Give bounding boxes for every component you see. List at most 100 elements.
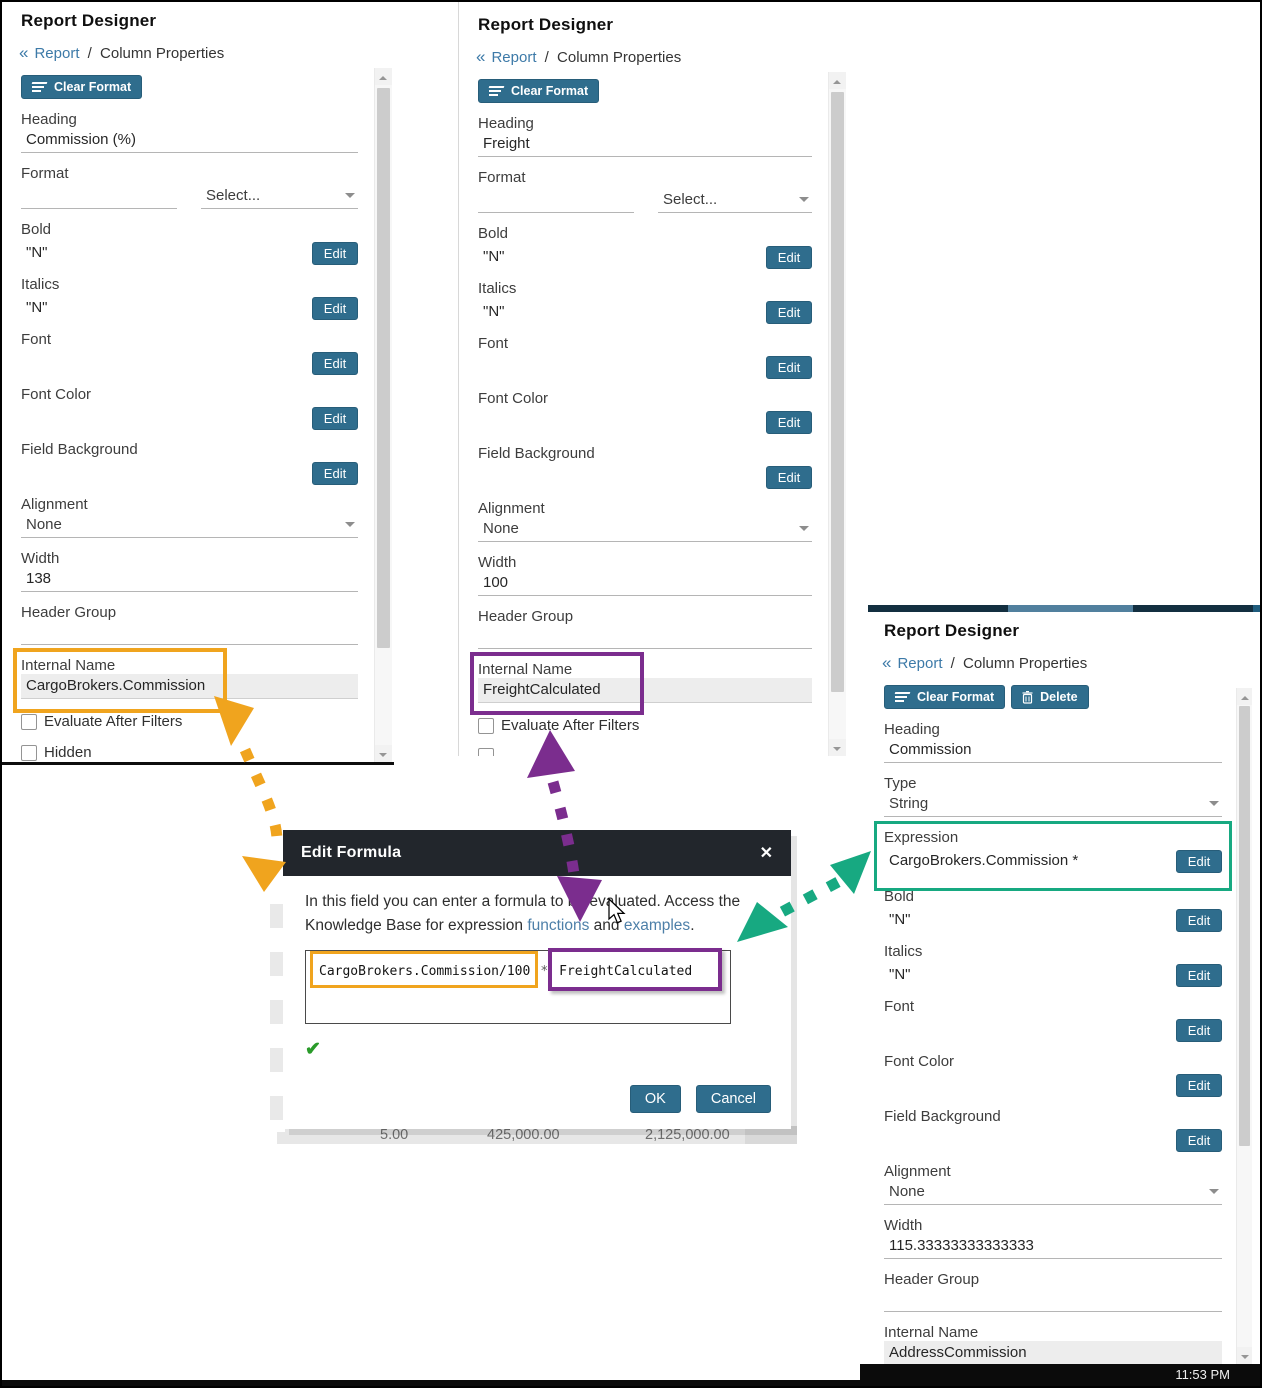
scroll-down-icon[interactable] (829, 739, 846, 756)
background-data-row: 5.00 425,000.00 2,125,000.00 (277, 1126, 797, 1144)
field-background-edit-button[interactable]: Edit (1176, 1129, 1222, 1152)
delete-button[interactable]: Delete (1011, 685, 1089, 709)
scrollbar[interactable] (374, 68, 392, 762)
internal-name-label: Internal Name (21, 657, 116, 674)
alignment-select[interactable]: None (478, 517, 812, 542)
back-chevrons-icon[interactable]: « (19, 43, 29, 62)
trash-icon (1022, 690, 1033, 704)
clear-format-label: Clear Format (917, 690, 995, 704)
font-edit-button[interactable]: Edit (312, 352, 358, 375)
alignment-value: None (26, 516, 62, 533)
functions-link[interactable]: functions (527, 917, 590, 934)
field-background-edit-button[interactable]: Edit (312, 462, 358, 485)
italics-label: Italics (884, 943, 923, 960)
formula-operator: * (540, 964, 549, 979)
clear-format-button[interactable]: Clear Format (21, 75, 143, 99)
cancel-button[interactable]: Cancel (695, 1085, 771, 1113)
scrollbar[interactable] (828, 72, 846, 756)
width-input[interactable]: 100 (478, 571, 812, 596)
hidden-checkbox[interactable] (21, 744, 37, 761)
breadcrumb-report-link[interactable]: Report (491, 49, 537, 66)
chevron-down-icon (799, 197, 809, 207)
dialog-header[interactable]: Edit Formula ✕ (283, 830, 791, 876)
width-input[interactable]: 138 (21, 567, 358, 592)
scrollbar-thumb[interactable] (377, 88, 390, 648)
field-background-edit-button[interactable]: Edit (766, 466, 812, 489)
hidden-checkbox[interactable] (478, 748, 494, 756)
taskbar: 11:53 PM (860, 1364, 1260, 1386)
header-group-input[interactable] (884, 1288, 1222, 1312)
format-select[interactable]: Select... (658, 188, 812, 213)
evaluate-after-filters-checkbox[interactable] (478, 717, 494, 734)
italics-value: "N" (483, 303, 505, 320)
internal-name-label: Internal Name (884, 1324, 979, 1341)
breadcrumb-current: Column Properties (963, 655, 1088, 672)
italics-edit-button[interactable]: Edit (312, 297, 358, 320)
bold-edit-button[interactable]: Edit (766, 246, 812, 269)
font-edit-button[interactable]: Edit (766, 356, 812, 379)
ok-button[interactable]: OK (629, 1085, 681, 1113)
heading-input[interactable]: Commission (884, 738, 1222, 763)
chevron-down-icon (1209, 801, 1219, 811)
expression-edit-button[interactable]: Edit (1176, 850, 1222, 873)
format-select[interactable]: Select... (201, 184, 358, 209)
description-text: In this field you can enter a formula to… (305, 893, 741, 934)
heading-label: Heading (21, 111, 77, 128)
internal-name-label: Internal Name (478, 661, 573, 678)
heading-label: Heading (478, 115, 534, 132)
italics-edit-button[interactable]: Edit (1176, 964, 1222, 987)
font-color-label: Font Color (21, 386, 92, 403)
breadcrumb-report-link[interactable]: Report (34, 45, 80, 62)
expression-value: CargoBrokers.Commission * (889, 852, 1079, 869)
alignment-select[interactable]: None (884, 1180, 1222, 1205)
width-label: Width (478, 554, 517, 571)
font-edit-button[interactable]: Edit (1176, 1019, 1222, 1042)
bold-edit-button[interactable]: Edit (312, 242, 358, 265)
font-color-label: Font Color (884, 1053, 955, 1070)
clear-format-icon (894, 690, 911, 704)
scroll-up-icon[interactable] (829, 72, 846, 89)
field-background-label: Field Background (884, 1108, 1001, 1125)
header-group-input[interactable] (478, 625, 812, 649)
scroll-down-icon[interactable] (1237, 1347, 1252, 1364)
scroll-up-icon[interactable] (1237, 688, 1252, 705)
scrollbar-thumb[interactable] (1239, 706, 1250, 1146)
scrollbar[interactable] (1236, 688, 1252, 1364)
breadcrumb: «Report / Column Properties (476, 47, 848, 67)
scroll-down-icon[interactable] (375, 745, 392, 762)
format-label: Format (478, 169, 526, 186)
back-chevrons-icon[interactable]: « (476, 47, 486, 66)
font-color-edit-button[interactable]: Edit (1176, 1074, 1222, 1097)
evaluate-after-filters-checkbox[interactable] (21, 713, 37, 730)
header-group-label: Header Group (21, 604, 117, 621)
breadcrumb-report-link[interactable]: Report (897, 655, 943, 672)
header-group-input[interactable] (21, 621, 358, 645)
formula-freight-part: FreightCalculated (548, 948, 723, 991)
back-chevrons-icon[interactable]: « (882, 653, 892, 672)
bold-edit-button[interactable]: Edit (1176, 909, 1222, 932)
width-input[interactable]: 115.33333333333333 (884, 1234, 1222, 1259)
alignment-select[interactable]: None (21, 513, 358, 538)
heading-input[interactable]: Freight (478, 132, 812, 157)
scroll-up-icon[interactable] (375, 68, 392, 85)
breadcrumb: «Report / Column Properties (882, 653, 1260, 673)
description-text: . (690, 917, 695, 934)
font-color-edit-button[interactable]: Edit (766, 411, 812, 434)
window-top-strip (868, 605, 1260, 615)
scrollbar-thumb[interactable] (831, 92, 844, 692)
formula-input[interactable]: CargoBrokers.Commission/100*FreightCalcu… (305, 948, 731, 1024)
type-value: String (889, 795, 929, 812)
format-input[interactable] (21, 186, 177, 209)
clear-format-button[interactable]: Clear Format (884, 685, 1006, 709)
italics-label: Italics (21, 276, 60, 293)
heading-input[interactable]: Commission (%) (21, 128, 358, 153)
examples-link[interactable]: examples (623, 917, 691, 934)
format-input[interactable] (478, 190, 634, 213)
type-select[interactable]: String (884, 792, 1222, 817)
clear-format-button[interactable]: Clear Format (478, 79, 600, 103)
dialog-body: In this field you can enter a formula to… (283, 876, 791, 1129)
italics-edit-button[interactable]: Edit (766, 301, 812, 324)
close-icon[interactable]: ✕ (759, 845, 773, 862)
font-color-edit-button[interactable]: Edit (312, 407, 358, 430)
